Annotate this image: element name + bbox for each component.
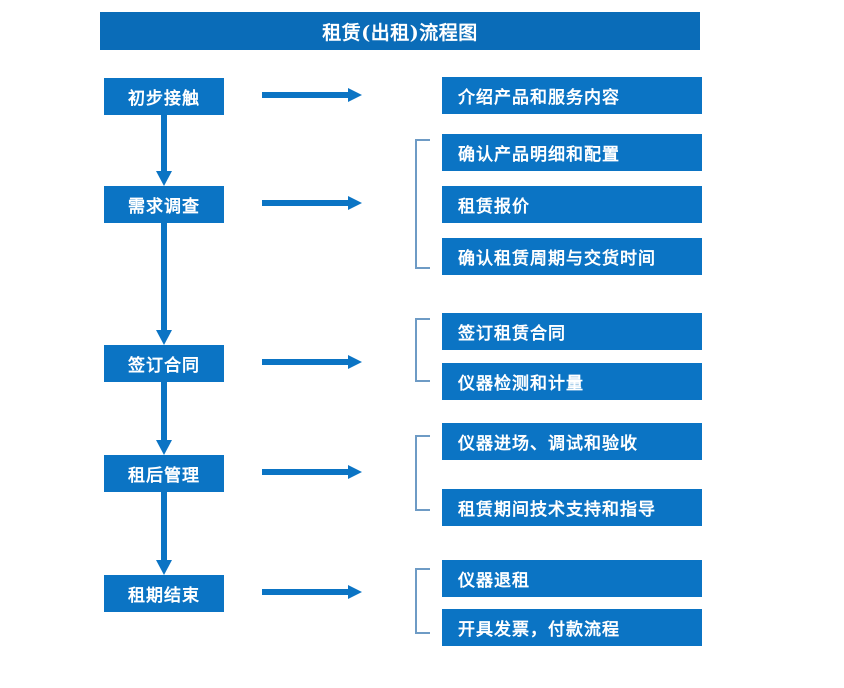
group-bracket-icon-3 xyxy=(414,318,430,382)
group-bracket-icon-4 xyxy=(414,435,430,511)
group-bracket-icon-2 xyxy=(414,139,430,269)
horizontal-arrow-icon-3 xyxy=(262,355,362,369)
detail-label-2: 确认产品明细和配置 xyxy=(458,145,620,165)
detail-box-9[interactable]: 仪器退租 xyxy=(442,560,702,597)
detail-label-5: 签订租赁合同 xyxy=(458,324,566,344)
detail-box-5[interactable]: 签订租赁合同 xyxy=(442,313,702,350)
horizontal-arrow-icon-5 xyxy=(262,585,362,599)
stage-label-1: 初步接触 xyxy=(128,89,200,109)
detail-label-8: 租赁期间技术支持和指导 xyxy=(458,500,656,520)
detail-box-8[interactable]: 租赁期间技术支持和指导 xyxy=(442,489,702,526)
vertical-arrow-icon-4-to-5 xyxy=(156,492,172,575)
horizontal-arrow-icon-2 xyxy=(262,196,362,210)
vertical-arrow-icon-2-to-3 xyxy=(156,223,172,345)
vertical-arrow-icon-1-to-2 xyxy=(156,115,172,186)
detail-label-1: 介绍产品和服务内容 xyxy=(458,88,620,108)
stage-label-2: 需求调查 xyxy=(128,197,200,217)
detail-label-10: 开具发票，付款流程 xyxy=(458,620,620,640)
detail-box-4[interactable]: 确认租赁周期与交货时间 xyxy=(442,238,702,275)
detail-label-9: 仪器退租 xyxy=(458,571,530,591)
diagram-title: 租赁(出租)流程图 xyxy=(322,21,478,44)
horizontal-arrow-icon-1 xyxy=(262,88,362,102)
stage-label-3: 签订合同 xyxy=(128,356,200,376)
detail-label-6: 仪器检测和计量 xyxy=(458,374,584,394)
horizontal-arrow-icon-4 xyxy=(262,465,362,479)
stage-box-5[interactable]: 租期结束 xyxy=(104,575,224,612)
detail-box-6[interactable]: 仪器检测和计量 xyxy=(442,363,702,400)
stage-box-2[interactable]: 需求调查 xyxy=(104,186,224,223)
detail-box-7[interactable]: 仪器进场、调试和验收 xyxy=(442,423,702,460)
detail-label-3: 租赁报价 xyxy=(458,197,530,217)
detail-box-10[interactable]: 开具发票，付款流程 xyxy=(442,609,702,646)
detail-box-2[interactable]: 确认产品明细和配置 xyxy=(442,134,702,171)
detail-box-3[interactable]: 租赁报价 xyxy=(442,186,702,223)
group-bracket-icon-5 xyxy=(414,568,430,634)
detail-box-1[interactable]: 介绍产品和服务内容 xyxy=(442,77,702,114)
stage-label-4: 租后管理 xyxy=(128,466,200,486)
diagram-title-bar: 租赁(出租)流程图 xyxy=(100,12,700,50)
detail-label-7: 仪器进场、调试和验收 xyxy=(458,434,638,454)
stage-box-1[interactable]: 初步接触 xyxy=(104,78,224,115)
stage-label-5: 租期结束 xyxy=(128,586,200,606)
detail-label-4: 确认租赁周期与交货时间 xyxy=(458,249,656,269)
stage-box-3[interactable]: 签订合同 xyxy=(104,345,224,382)
stage-box-4[interactable]: 租后管理 xyxy=(104,455,224,492)
vertical-arrow-icon-3-to-4 xyxy=(156,382,172,455)
